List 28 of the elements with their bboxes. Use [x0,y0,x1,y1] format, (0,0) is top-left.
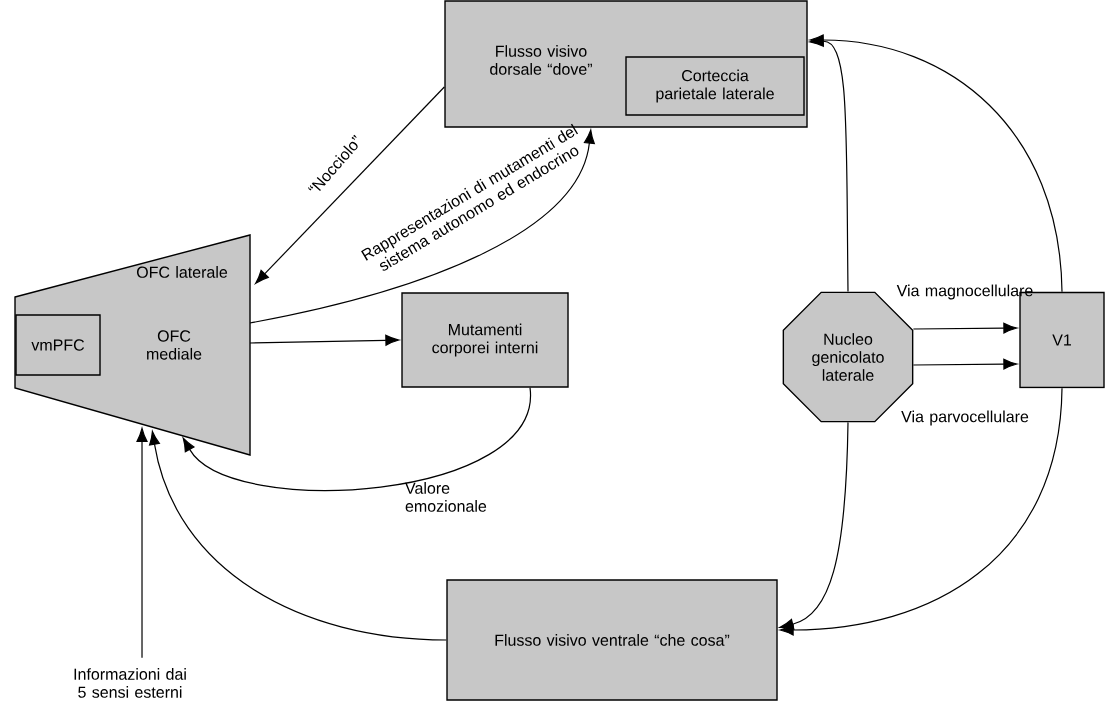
node-label: vmPFC [31,339,85,351]
arrow [136,427,148,659]
arrow [249,334,400,346]
edge-label: Via parvocellulare [901,410,1029,426]
arrow [912,358,1018,370]
process-box [15,314,101,376]
node-label: Mutamenti corporei interni [432,323,538,357]
arrow [779,421,849,630]
node-label: Informazioni dai 5 sensi esterni [74,668,186,698]
arrow [255,86,445,284]
arrow [249,129,595,324]
node-label: Flusso visivo dorsale “dove” [490,45,592,75]
arrow [809,34,1063,293]
edge-label: Via magnocellulare [896,284,1033,300]
node-label: V1 [1052,334,1071,346]
arrow [149,430,447,641]
arrow [912,322,1018,334]
edge-label: Valore emozionale [405,482,487,512]
node-label: Nucleo genicolato laterale [812,333,884,381]
node-label: Flusso visivo ventrale “che cosa” [495,634,730,646]
node-label: OFC mediale [147,330,202,360]
arrow [182,387,531,491]
process-box [401,292,569,388]
process-box [625,56,805,116]
node-label: Corteccia parietale laterale [656,69,774,103]
node-label: OFC laterale [136,266,228,278]
arrow [779,387,1063,636]
process-box [446,579,778,701]
